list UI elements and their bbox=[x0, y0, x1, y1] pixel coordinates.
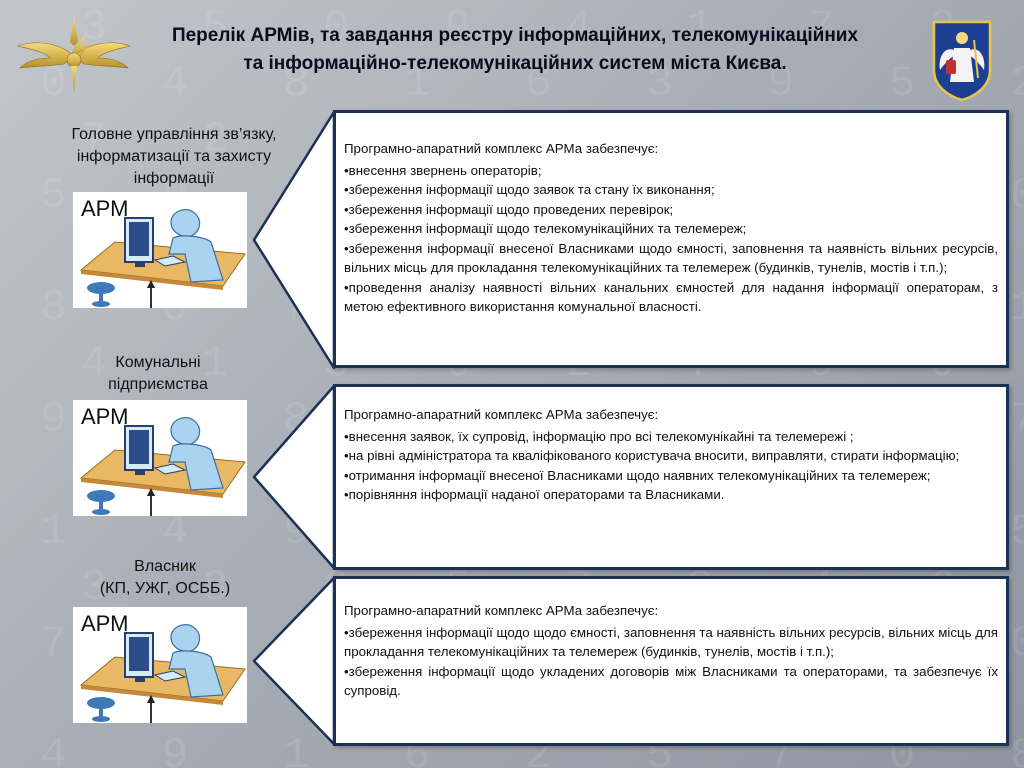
org-label-line: Комунальні bbox=[115, 354, 201, 371]
info-item: •збереження інформації щодо заявок та ст… bbox=[344, 182, 715, 197]
info-box-owner: Програмно-апаратний комплекс АРМа забезп… bbox=[333, 576, 1009, 746]
kyiv-coat-of-arms-icon bbox=[930, 18, 994, 102]
org-label-line: Головне управління зв’язку, bbox=[71, 126, 277, 143]
arm-workstation-card: АРМ bbox=[73, 400, 247, 516]
org-label-main-department: Головне управління зв’язку, інформатизац… bbox=[58, 124, 290, 190]
arm-label: АРМ bbox=[81, 611, 129, 636]
title-line-1: Перелік АРМів, та завдання реєстру інфор… bbox=[171, 25, 859, 46]
info-item: •збереження інформації щодо укладених до… bbox=[344, 663, 998, 699]
workstation-illustration-icon bbox=[79, 209, 246, 308]
info-item: •на рівні адміністратора та кваліфікован… bbox=[344, 448, 960, 463]
info-item: •проведення аналізу наявності вільних ка… bbox=[344, 279, 998, 315]
page-title: Перелік АРМів, та завдання реєстру інфор… bbox=[150, 22, 880, 78]
title-line-2: та інформаційно-телекомунікаційних систе… bbox=[243, 53, 787, 74]
org-label-communal-enterprises: Комунальні підприємства bbox=[58, 352, 258, 396]
info-item: •збереження інформації щодо проведених п… bbox=[344, 201, 674, 217]
pointer-arrow-icon bbox=[252, 110, 336, 370]
info-item: •збереження інформації внесеної Власника… bbox=[344, 240, 998, 276]
arm-workstation-card: АРМ bbox=[73, 192, 247, 308]
info-intro: Програмно-апаратний комплекс АРМа забезп… bbox=[344, 407, 659, 422]
info-item: •збереження інформації щодо телекомуніка… bbox=[344, 221, 747, 236]
info-intro: Програмно-апаратний комплекс АРМа забезп… bbox=[344, 141, 659, 156]
org-label-owner: Власник (КП, УЖГ, ОСББ.) bbox=[58, 556, 272, 600]
arm-workstation-card: АРМ bbox=[73, 607, 247, 723]
arm-label: АРМ bbox=[81, 404, 129, 429]
info-box-communal-enterprises: Програмно-апаратний комплекс АРМа забезп… bbox=[333, 384, 1009, 570]
pointer-arrow-icon bbox=[252, 384, 336, 570]
org-label-line: інформації bbox=[133, 170, 215, 187]
info-item: •внесення заявок, їх супровід, інформаці… bbox=[344, 428, 854, 444]
workstation-illustration-icon bbox=[79, 624, 246, 723]
workstation-illustration-icon bbox=[79, 417, 246, 516]
pointer-arrow-icon bbox=[252, 576, 336, 746]
info-item: •внесення звернень операторів; bbox=[344, 162, 542, 178]
info-box-main-department: Програмно-апаратний комплекс АРМа забезп… bbox=[333, 110, 1009, 368]
org-label-line: (КП, УЖГ, ОСББ.) bbox=[99, 580, 231, 597]
info-item: •порівняння інформації наданої оператора… bbox=[344, 487, 725, 502]
winged-emblem-icon bbox=[14, 12, 134, 96]
info-item: •збереження інформації щодо щодо ємності… bbox=[344, 624, 998, 660]
org-label-line: інформатизації та захисту bbox=[76, 148, 272, 165]
info-intro: Програмно-апаратний комплекс АРМа забезп… bbox=[344, 603, 659, 618]
info-item: •отримання інформації внесеної Власникам… bbox=[344, 467, 931, 483]
org-label-line: підприємства bbox=[108, 376, 208, 393]
org-label-line: Власник bbox=[134, 558, 196, 575]
arm-label: АРМ bbox=[81, 196, 129, 221]
